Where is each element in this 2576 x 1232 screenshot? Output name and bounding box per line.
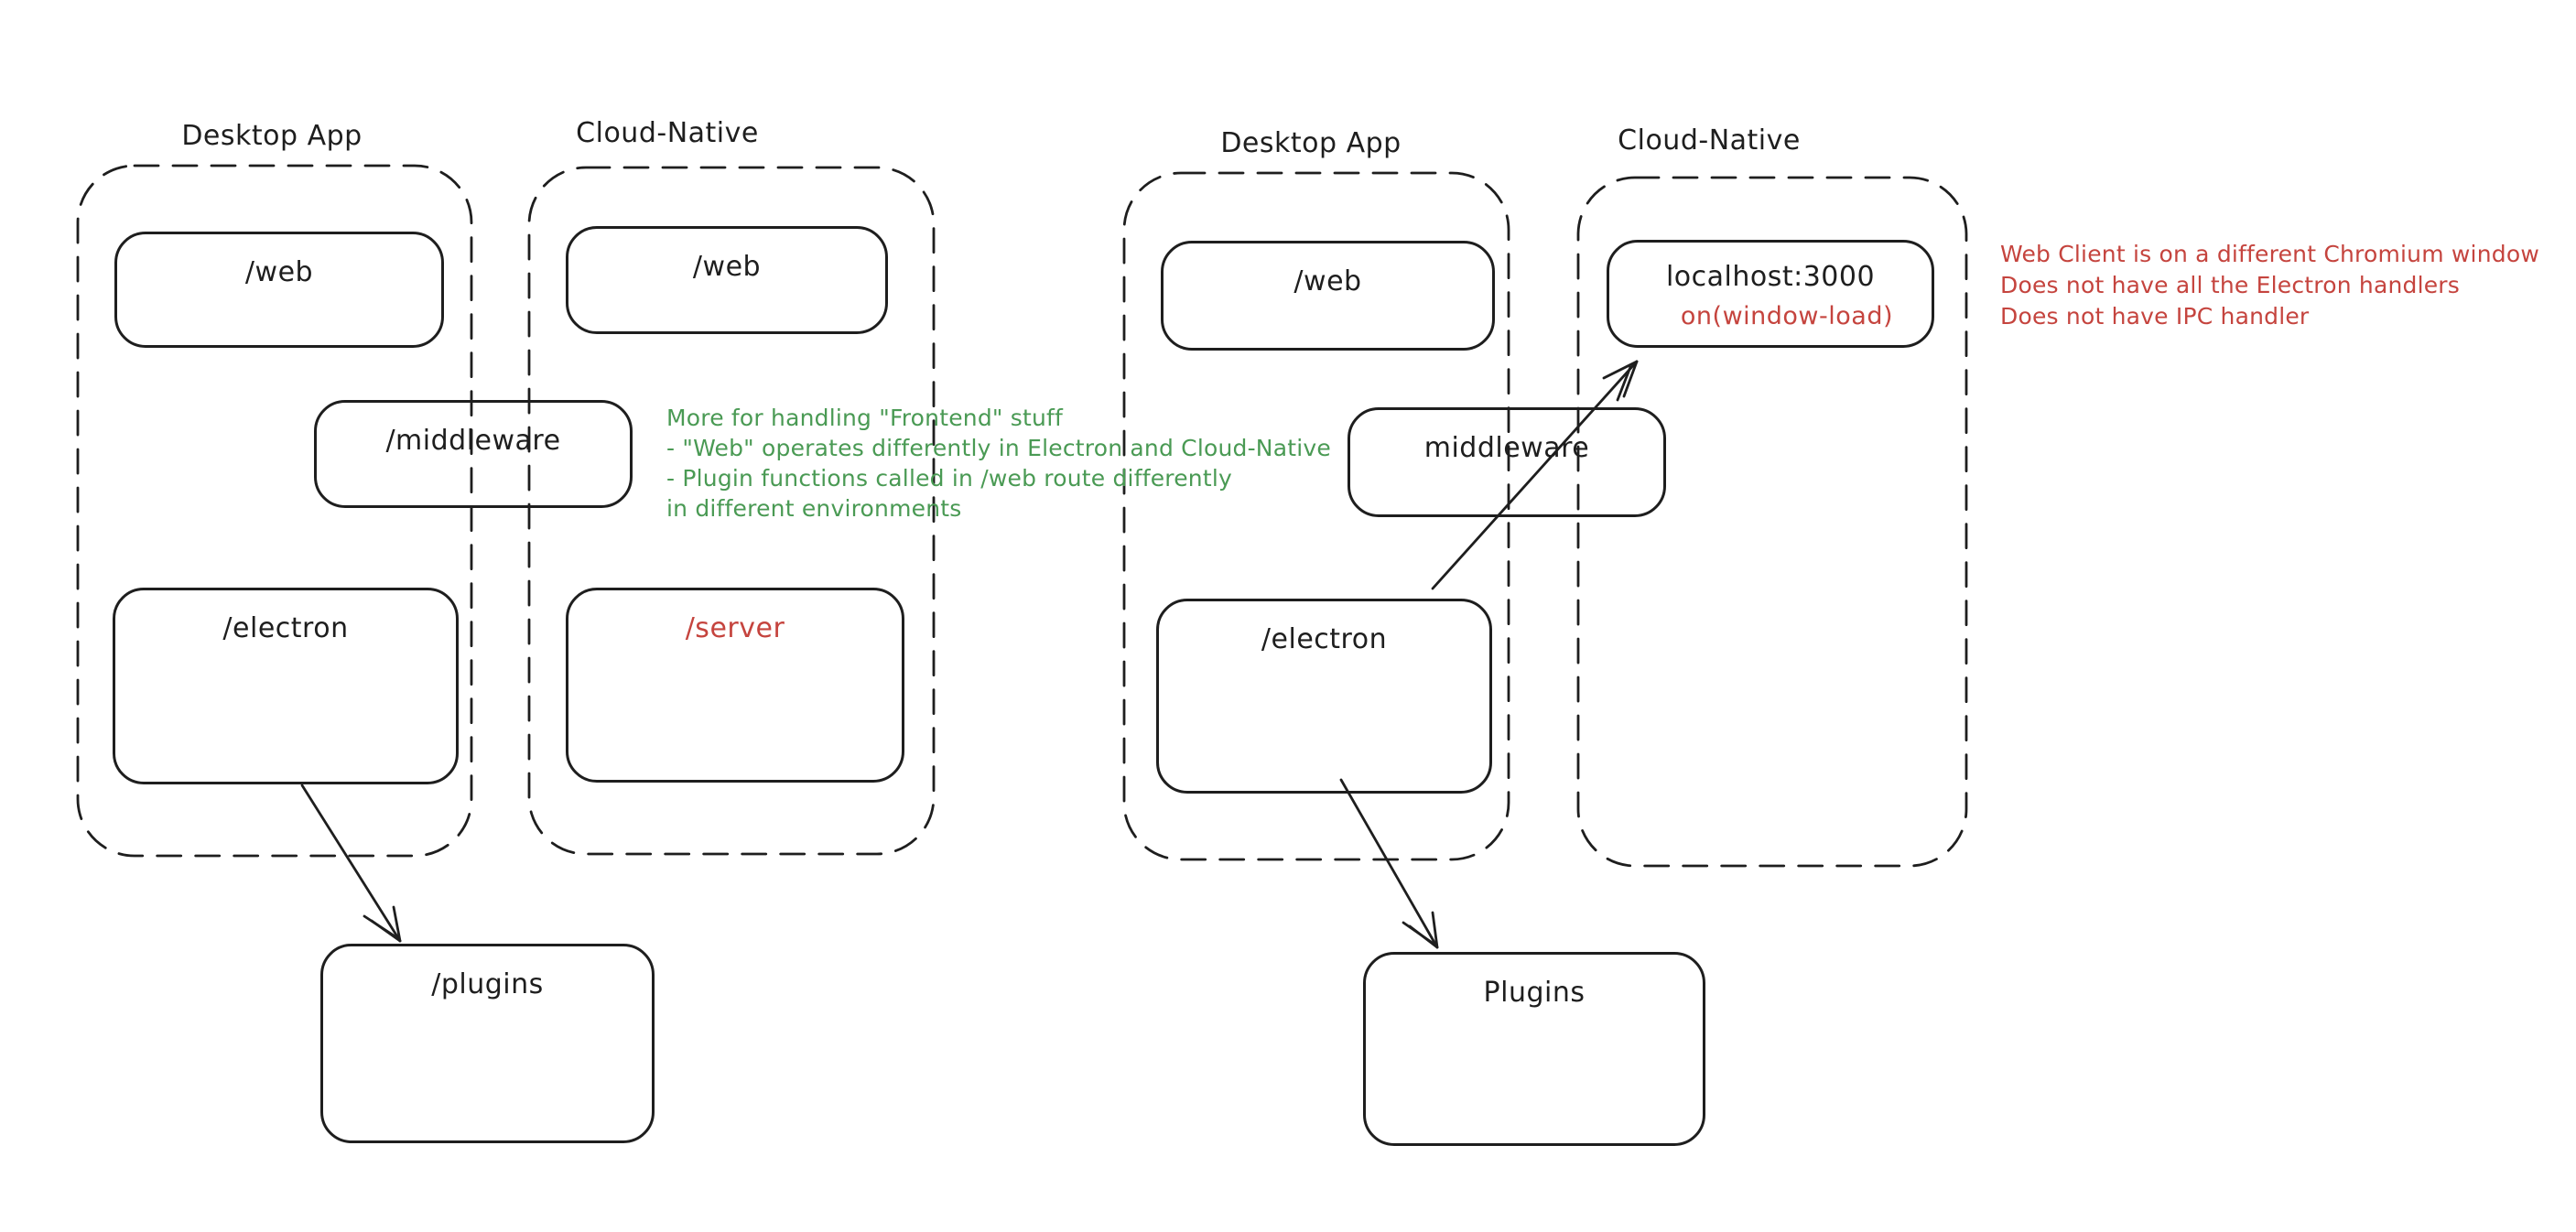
node-middleware-left-label: /middleware [385,425,561,457]
node-middleware-right: middleware [1348,407,1666,517]
node-electron-right: /electron [1156,599,1492,794]
node-plugins-left: /plugins [320,944,655,1143]
container-label-desktop-right: Desktop App [1220,127,1402,159]
node-electron-left: /electron [113,588,459,784]
cloud-native-boundary-right [1576,176,1968,868]
arrow-electron-to-localhost [1431,360,1639,590]
node-plugins-right-label: Plugins [1483,977,1586,1009]
container-label-cloud-right: Cloud-Native [1618,124,1801,157]
node-plugins-left-label: /plugins [431,968,544,1000]
node-server-left: /server [566,588,904,783]
node-server-left-label: /server [685,612,785,644]
red-note-line-2: Does not have all the Electron handlers [2000,272,2461,298]
desktop-app-boundary-left [76,164,473,858]
node-web-cloud-left: /web [566,226,888,334]
green-note-line-2: - "Web" operates differently in Electron… [666,435,1331,461]
node-web-cloud-left-label: /web [692,251,762,283]
red-note-line-1: Web Client is on a different Chromium wi… [2000,241,2539,267]
node-web-right-label: /web [1293,265,1362,297]
desktop-app-boundary-right [1122,171,1510,861]
green-note: More for handling "Frontend" stuff - "We… [666,403,1331,524]
cloud-native-boundary-left [527,166,936,856]
container-label-desktop-left: Desktop App [181,120,363,152]
green-note-line-3: - Plugin functions called in /web route … [666,465,1232,492]
node-plugins-right: Plugins [1363,952,1705,1146]
node-web-desktop-left-label: /web [244,256,314,288]
container-label-cloud-left: Cloud-Native [576,117,759,149]
red-note-line-3: Does not have IPC handler [2000,303,2310,330]
red-note: Web Client is on a different Chromium wi… [2000,239,2539,332]
node-middleware-left: /middleware [314,400,633,508]
node-localhost: localhost:3000 on(window-load) [1607,240,1934,348]
arrow-electron-to-plugins-left [300,784,402,943]
green-note-line-1: More for handling "Frontend" stuff [666,405,1064,431]
node-middleware-right-label: middleware [1423,432,1590,464]
node-web-desktop-left: /web [114,232,444,348]
node-localhost-label: localhost:3000 [1665,261,1876,293]
node-web-right: /web [1161,241,1495,351]
node-electron-left-label: /electron [222,612,349,644]
arrow-electron-to-plugins-right [1339,778,1439,949]
node-localhost-window-load-label: on(window-load) [1680,302,1893,330]
green-note-line-4: in different environments [666,495,962,522]
node-electron-right-label: /electron [1261,623,1388,655]
